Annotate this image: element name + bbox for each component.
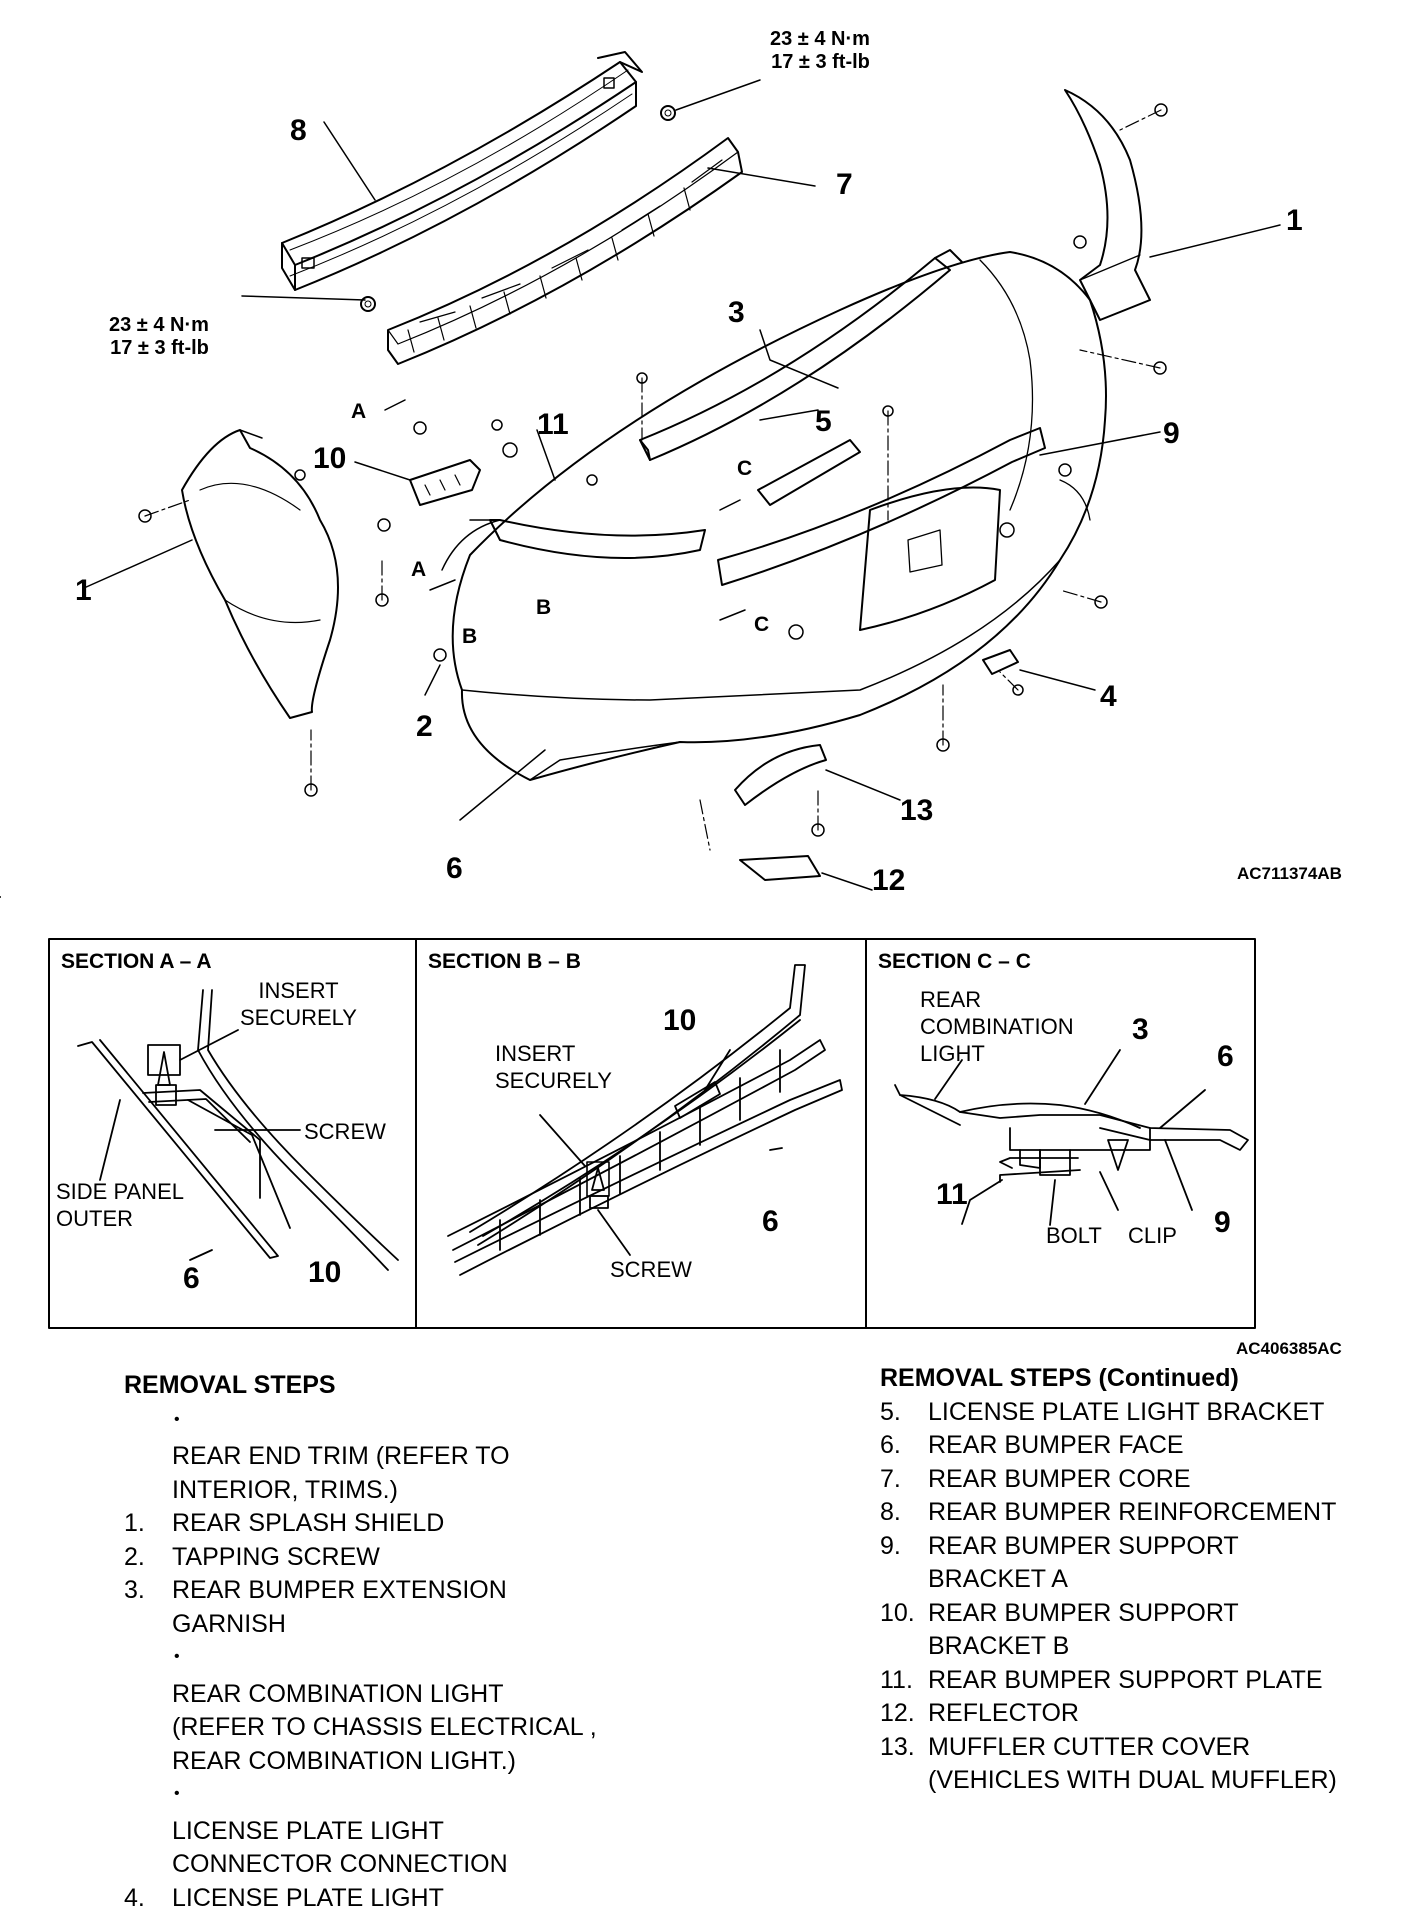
removal-step-text: REAR BUMPER FACE: [928, 1429, 1400, 1463]
section-a-callout-10: 10: [308, 1256, 341, 1290]
removal-step: 1.REAR SPLASH SHIELD: [124, 1507, 684, 1541]
removal-step-text: INTERIOR, TRIMS.): [172, 1474, 684, 1508]
removal-step-marker: •: [174, 1411, 180, 1428]
section-b-callout-10: 10: [663, 1004, 696, 1038]
section-c-callout-3: 3: [1132, 1013, 1149, 1047]
removal-step: 11.REAR BUMPER SUPPORT PLATE: [880, 1664, 1400, 1698]
section-a-title: SECTION A – A: [61, 950, 212, 974]
removal-step-text: (VEHICLES WITH DUAL MUFFLER): [928, 1764, 1400, 1798]
removal-step-marker: 1.: [124, 1507, 170, 1541]
section-c-title: SECTION C – C: [878, 950, 1031, 974]
section-b-callout-6: 6: [762, 1205, 779, 1239]
section-b-screw-label: SCREW: [610, 1256, 692, 1283]
removal-step-text: LICENSE PLATE LIGHT BRACKET: [928, 1396, 1400, 1430]
removal-step-text: BRACKET B: [928, 1630, 1400, 1664]
removal-step-text: (REFER TO CHASSIS ELECTRICAL ,: [172, 1711, 684, 1745]
section-c-callout-11: 11: [936, 1178, 968, 1212]
removal-step-text: REAR BUMPER SUPPORT: [928, 1530, 1400, 1564]
removal-steps-heading: REMOVAL STEPS: [124, 1369, 684, 1403]
removal-step-text: REAR BUMPER SUPPORT: [928, 1597, 1400, 1631]
removal-step-marker: •: [174, 1648, 180, 1665]
removal-step-text: REFLECTOR: [928, 1697, 1400, 1731]
removal-step: • REAR COMBINATION LIGHT(REFER TO CHASSIS…: [124, 1641, 684, 1778]
removal-step-text: CONNECTOR CONNECTION: [172, 1848, 684, 1882]
section-a-screw-label: SCREW: [304, 1118, 386, 1145]
removal-step-text: REAR END TRIM (REFER TO: [172, 1440, 684, 1474]
removal-step-text: MUFFLER CUTTER COVER: [928, 1731, 1400, 1765]
removal-step: 2.TAPPING SCREW: [124, 1541, 684, 1575]
removal-step-marker: 13.: [880, 1731, 926, 1765]
removal-step-text: REAR BUMPER EXTENSION: [172, 1574, 684, 1608]
removal-step-marker: 2.: [124, 1541, 170, 1575]
removal-step-marker: 11.: [880, 1664, 926, 1698]
removal-step-text: REAR BUMPER SUPPORT PLATE: [928, 1664, 1400, 1698]
removal-step-text: TAPPING SCREW: [172, 1541, 684, 1575]
removal-step-marker: 12.: [880, 1697, 926, 1731]
removal-step-marker: 8.: [880, 1496, 926, 1530]
removal-step: 5.LICENSE PLATE LIGHT BRACKET: [880, 1396, 1400, 1430]
removal-step: 4.LICENSE PLATE LIGHT: [124, 1882, 684, 1915]
section-c-clip-label: CLIP: [1128, 1222, 1177, 1249]
removal-step: 8.REAR BUMPER REINFORCEMENT: [880, 1496, 1400, 1530]
section-figure-code: AC406385AC: [1236, 1339, 1342, 1359]
removal-step-text: REAR COMBINATION LIGHT: [172, 1678, 684, 1712]
section-b-title: SECTION B – B: [428, 950, 581, 974]
removal-step-text: LICENSE PLATE LIGHT: [172, 1815, 684, 1849]
removal-step-text: REAR BUMPER REINFORCEMENT: [928, 1496, 1400, 1530]
section-c-callout-9: 9: [1214, 1206, 1231, 1240]
removal-step-marker: 5.: [880, 1396, 926, 1430]
removal-step-marker: 9.: [880, 1530, 926, 1564]
removal-step: 7.REAR BUMPER CORE: [880, 1463, 1400, 1497]
removal-step: 6.REAR BUMPER FACE: [880, 1429, 1400, 1463]
section-a-callout-6: 6: [183, 1262, 200, 1296]
section-b-drawing: [448, 965, 842, 1275]
removal-step-text: REAR BUMPER CORE: [928, 1463, 1400, 1497]
removal-step-marker: 7.: [880, 1463, 926, 1497]
removal-step: 12.REFLECTOR: [880, 1697, 1400, 1731]
removal-step-text: LICENSE PLATE LIGHT: [172, 1882, 684, 1915]
removal-step: 13.MUFFLER CUTTER COVER(VEHICLES WITH DU…: [880, 1731, 1400, 1798]
removal-step-text: GARNISH: [172, 1608, 684, 1642]
section-c-bolt-label: BOLT: [1046, 1222, 1102, 1249]
removal-step-marker: 4.: [124, 1882, 170, 1915]
removal-step-marker: 3.: [124, 1574, 170, 1608]
removal-step-text: REAR COMBINATION LIGHT.): [172, 1745, 684, 1779]
removal-step-text: REAR SPLASH SHIELD: [172, 1507, 684, 1541]
removal-steps-right: REMOVAL STEPS (Continued) 5.LICENSE PLAT…: [880, 1362, 1400, 1798]
removal-steps-heading-continued: REMOVAL STEPS (Continued): [880, 1362, 1400, 1396]
removal-step-marker: •: [174, 1785, 180, 1802]
removal-step-marker: 6.: [880, 1429, 926, 1463]
removal-step-marker: 10.: [880, 1597, 926, 1631]
removal-step-text: BRACKET A: [928, 1563, 1400, 1597]
section-c-callout-6: 6: [1217, 1040, 1234, 1074]
